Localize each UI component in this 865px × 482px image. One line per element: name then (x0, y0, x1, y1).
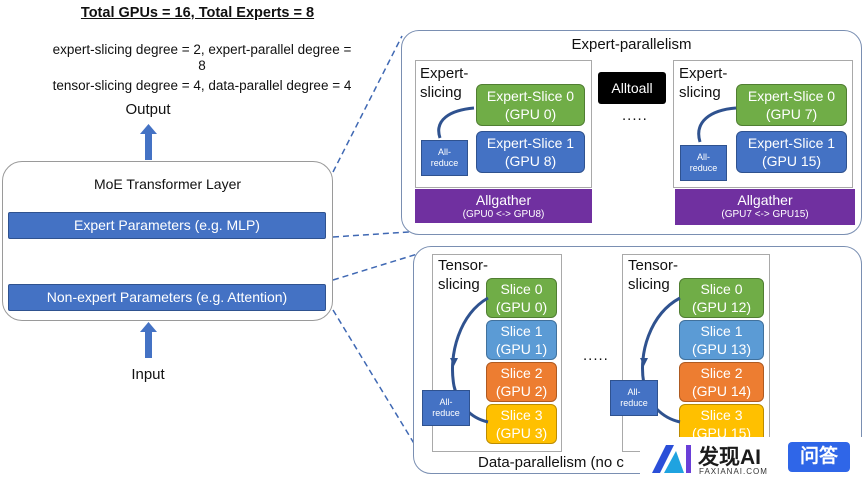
tensor-slice-2-gpu-14: Slice 2(GPU 14) (679, 362, 764, 402)
dashed-connector-tensor-bottom (332, 309, 416, 446)
output-arrow-shaft (145, 132, 152, 160)
tensor-slice-0-gpu-0: Slice 0(GPU 0) (486, 278, 557, 318)
watermark-badge: 问答 (788, 442, 850, 472)
expert-slice-0-gpu-0: Expert-Slice 0 (GPU 0) (476, 84, 585, 126)
watermark-url: FAXIANAI.COM (699, 467, 768, 476)
allgather-bar-2: Allgather (GPU7 <-> GPU15) (675, 189, 855, 225)
diagram-title: Total GPUs = 16, Total Experts = 8 (80, 5, 315, 21)
tensor-slice-1-gpu-1: Slice 1(GPU 1) (486, 320, 557, 360)
expert-slice-0-gpu-7: Expert-Slice 0 (GPU 7) (736, 84, 847, 126)
allreduce-tensor-2: All- reduce (610, 380, 658, 416)
allgather-bar-1: Allgather (GPU0 <-> GPU8) (415, 189, 592, 223)
expert-slicing-header-1: Expert- slicing (420, 65, 469, 101)
tensor-slicing-header-1: Tensor- slicing (438, 257, 489, 293)
allreduce-curve-expert-2 (697, 106, 737, 143)
expert-parallelism-title: Expert-parallelism (571, 36, 692, 53)
info-line-1: expert-slicing degree = 2, expert-parall… (52, 42, 352, 57)
expert-ellipsis: ..... (622, 107, 648, 124)
allreduce-tensor-1: All- reduce (422, 390, 470, 426)
expert-slice-1-gpu-8: Expert-Slice 1 (GPU 8) (476, 131, 585, 173)
watermark-logo-icon (652, 445, 691, 473)
input-label: Input (131, 366, 165, 383)
nonexpert-parameters-bar: Non-expert Parameters (e.g. Attention) (8, 284, 326, 311)
info-line-2: tensor-slicing degree = 4, data-parallel… (52, 78, 352, 93)
info-line-1b: 8 (198, 58, 206, 73)
data-parallelism-footer: Data-parallelism (no c (478, 454, 624, 471)
output-label: Output (125, 101, 171, 118)
allreduce-curve-tensor-1 (450, 296, 489, 424)
tensor-ellipsis: ..... (583, 347, 609, 364)
tensor-slice-0-gpu-12: Slice 0(GPU 12) (679, 278, 764, 318)
alltoall-badge: Alltoall (598, 72, 666, 104)
tensor-slice-3-gpu-3: Slice 3(GPU 3) (486, 404, 557, 444)
expert-parameters-bar: Expert Parameters (e.g. MLP) (8, 212, 326, 239)
output-arrow-head (140, 124, 157, 134)
watermark-brand: 发现AI (698, 446, 761, 469)
expert-slice-1-gpu-15: Expert-Slice 1 (GPU 15) (736, 131, 847, 173)
tensor-slice-2-gpu-2: Slice 2(GPU 2) (486, 362, 557, 402)
expert-slicing-header-2: Expert- slicing (679, 65, 728, 101)
tensor-slicing-header-2: Tensor- slicing (628, 257, 679, 293)
tensor-slice-1-gpu-13: Slice 1(GPU 13) (679, 320, 764, 360)
allreduce-expert-1: All- reduce (421, 140, 468, 176)
moe-layer-title: MoE Transformer Layer (93, 176, 242, 192)
input-arrow-head (140, 322, 157, 332)
allreduce-curve-tensor-2 (640, 296, 681, 424)
dashed-connector-expert-top (332, 35, 403, 173)
dashed-connector-expert-bottom (332, 229, 439, 238)
allreduce-expert-2: All- reduce (680, 145, 727, 181)
input-arrow-shaft (145, 330, 152, 358)
allreduce-curve-expert-1 (437, 106, 475, 139)
